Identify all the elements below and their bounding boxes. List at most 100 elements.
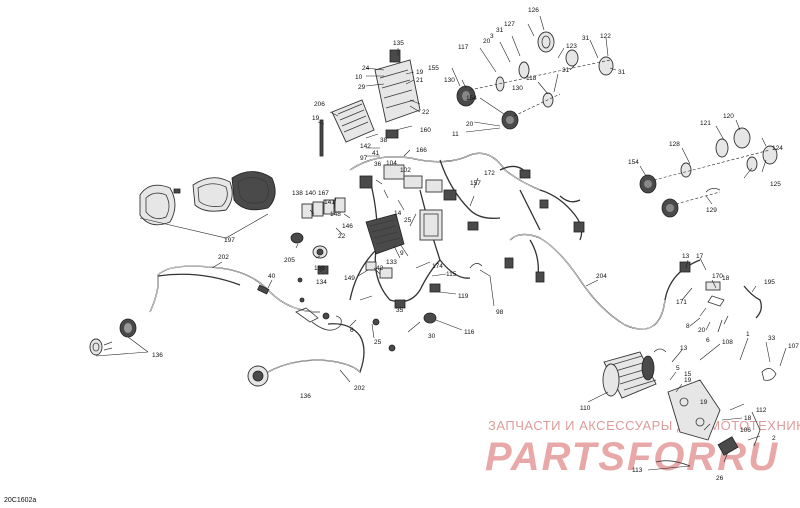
callout: 205 — [284, 257, 295, 264]
callout: 138 — [292, 190, 303, 197]
callout: 25 — [404, 217, 412, 224]
callout: 31 — [582, 35, 590, 42]
callout: 30 — [428, 333, 436, 340]
ignition-coils-top — [456, 31, 614, 130]
callout: 14 — [394, 210, 402, 217]
callout: 130 — [512, 85, 523, 92]
callout: 136 — [152, 352, 163, 359]
callout: 113 — [632, 467, 643, 474]
leader-lines — [211, 15, 787, 471]
callout: 142 — [360, 143, 371, 150]
callout: 126 — [528, 7, 539, 14]
callout: 6 — [706, 337, 710, 344]
callout: 110 — [580, 405, 591, 412]
connectors-small — [290, 232, 437, 324]
callout: 3 — [490, 33, 494, 40]
callout: 148 — [330, 211, 341, 218]
callout: 106 — [740, 427, 751, 434]
callout: 31 — [618, 69, 626, 76]
callout: 35 — [396, 307, 404, 314]
callout: 98 — [496, 309, 504, 316]
callout: 160 — [420, 127, 431, 134]
callout: 20 — [483, 38, 491, 45]
callout: 121 — [700, 120, 711, 127]
callout: 128 — [669, 141, 680, 148]
callout: 20 — [466, 121, 474, 128]
callout: 197 — [224, 237, 235, 244]
callout: 38 — [380, 137, 388, 144]
callout: 42 — [376, 265, 384, 272]
callout: 204 — [596, 273, 607, 280]
fuse-box — [374, 49, 421, 139]
callout: 133 — [386, 259, 397, 266]
gauge-cluster-group — [139, 171, 276, 240]
callout: 17 — [696, 253, 704, 260]
callout: 125 — [770, 181, 781, 188]
callout: 155 — [428, 65, 439, 72]
callout: 146 — [342, 223, 353, 230]
callout: 117 — [458, 44, 469, 51]
starter-bracket — [667, 368, 777, 456]
callout: 25 — [374, 339, 382, 346]
callout: 195 — [764, 279, 775, 286]
callout: 2 — [772, 435, 776, 442]
callout: 166 — [416, 147, 427, 154]
ignition-coils-right — [639, 127, 778, 218]
callout: 174 — [432, 263, 443, 270]
callout: 19 — [700, 399, 708, 406]
ecm-module — [319, 99, 375, 157]
callout: 5 — [676, 365, 680, 372]
callout: 157 — [470, 180, 481, 187]
callout: 13 — [682, 253, 690, 260]
relay-block — [301, 197, 346, 219]
callout: 20 — [698, 327, 706, 334]
callout: 18 — [722, 275, 730, 282]
callout: 124 — [772, 145, 783, 152]
callout: 22 — [338, 233, 346, 240]
callout: 118 — [526, 75, 537, 82]
callout: 122 — [600, 33, 611, 40]
callout: 104 — [386, 160, 397, 167]
callout: 156 — [314, 265, 325, 272]
callout: 171 — [676, 299, 687, 306]
callout: 22 — [422, 109, 430, 116]
callout: 135 — [393, 40, 404, 47]
callout: 154 — [466, 95, 477, 102]
watermark-line-1: ЗАПЧАСТИ И АКСЕССУАРЫ ДЛЯ МОТОТЕХНИКИ — [488, 418, 800, 433]
callout: 170 — [712, 273, 723, 280]
headlight-connector-left — [89, 318, 149, 357]
callout: 18 — [744, 415, 752, 422]
callout: 10 — [355, 74, 363, 81]
starter-motor — [602, 348, 667, 399]
callout: 102 — [400, 167, 411, 174]
callout: 112 — [756, 407, 767, 414]
callout: 40 — [268, 273, 276, 280]
callout: 130 — [444, 77, 455, 84]
callout: 116 — [464, 329, 475, 336]
callout: 123 — [566, 43, 577, 50]
callout: 141 — [324, 199, 335, 206]
callout: 149 — [344, 275, 355, 282]
callout: 107 — [788, 343, 799, 350]
callout: 119 — [458, 293, 469, 300]
figure-code: 20C1602a — [4, 497, 36, 504]
callout: 1 — [746, 331, 750, 338]
callout: 8 — [686, 323, 690, 330]
callout: 6 — [350, 327, 354, 334]
sensor-group — [679, 261, 762, 319]
callout: 29 — [358, 84, 366, 91]
callout: 31 — [496, 27, 504, 34]
callout: 172 — [484, 170, 495, 177]
callout: 41 — [372, 150, 380, 157]
callout: 202 — [218, 254, 229, 261]
small-hardware — [297, 263, 729, 467]
callout: 11 — [452, 131, 459, 138]
callout-labels: 135 24 10 29 19 21 22 206 19 160 38 142 … — [152, 7, 799, 482]
callout: 206 — [314, 101, 325, 108]
callout: 108 — [722, 339, 733, 346]
callout: 13 — [680, 345, 688, 352]
harness-left — [149, 265, 342, 331]
callout: 202 — [354, 385, 365, 392]
callout: 9 — [400, 250, 404, 257]
